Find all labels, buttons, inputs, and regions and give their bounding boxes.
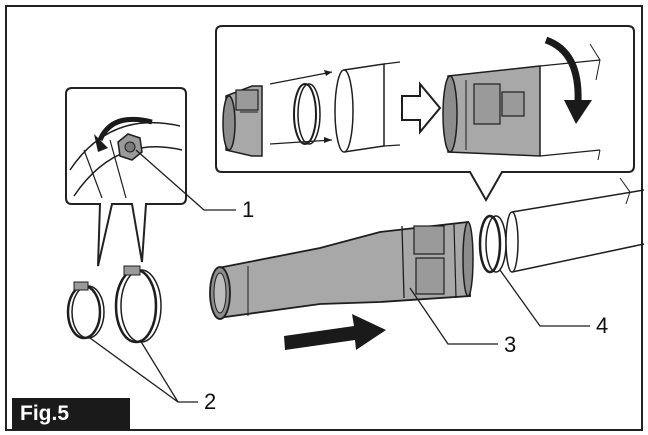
wing-nut-turn-icon — [94, 116, 153, 152]
detail-step-rotate — [442, 36, 601, 161]
hose-clamp-small — [66, 281, 105, 340]
figure-label: Fig.5 — [12, 398, 130, 430]
push-arrow-icon — [284, 314, 386, 350]
leader-lines — [89, 149, 590, 403]
wing-nut-bubble — [65, 87, 187, 267]
callout-2: 2 — [204, 389, 217, 414]
callout-4: 4 — [596, 313, 609, 338]
callout-3: 3 — [504, 332, 517, 357]
insert-arrow-icon — [269, 70, 333, 145]
rotate-arrow-icon — [544, 36, 592, 124]
pipe-with-clamp — [478, 177, 645, 274]
then-arrow-icon — [401, 81, 442, 135]
detail-step-insert — [222, 61, 401, 157]
callout-1: 1 — [242, 197, 255, 222]
nozzle-body — [209, 220, 474, 320]
